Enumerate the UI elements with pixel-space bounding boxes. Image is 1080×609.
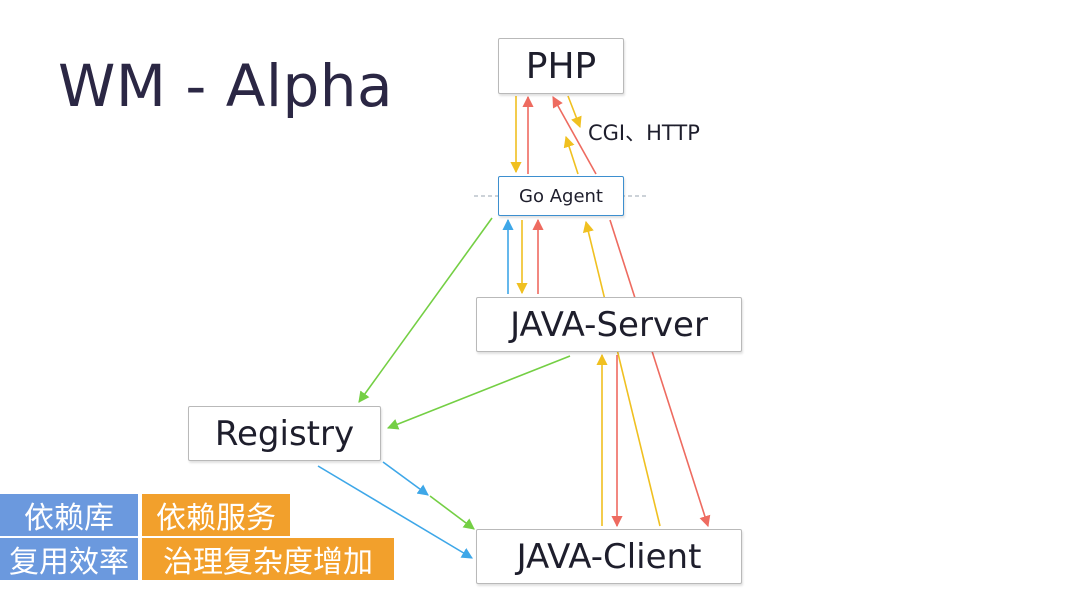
java-server-node-label: JAVA-Server	[510, 304, 708, 345]
arrow-registry-to-client-blue-1	[382, 461, 429, 496]
registry-node-label: Registry	[214, 413, 355, 454]
php-node-label: PHP	[525, 45, 597, 87]
registry-node: Registry	[188, 406, 381, 461]
go-agent-node: Go Agent	[498, 176, 624, 216]
arrow-server-to-registry	[386, 355, 571, 430]
cgi-http-label: CGI、HTTP	[588, 121, 700, 145]
java-server-node: JAVA-Server	[476, 297, 742, 352]
tag-dependency-library: 依赖库	[0, 494, 138, 536]
tag-governance-complexity: 治理复杂度增加	[142, 538, 394, 580]
arrow-agent-to-php-cgi-2	[563, 135, 579, 175]
arrow-php-to-agent-cgi	[567, 95, 582, 129]
java-client-node-label: JAVA-Client	[516, 536, 702, 577]
go-agent-node-label: Go Agent	[519, 185, 603, 207]
tag-reuse-efficiency: 复用效率	[0, 538, 138, 580]
tag-dependency-service: 依赖服务	[142, 494, 290, 536]
arrow-agent-to-client	[609, 219, 711, 528]
arrow-agent-to-registry	[358, 217, 493, 403]
arrow-registry-to-client-green	[429, 495, 475, 530]
arrow-client-to-agent	[582, 220, 661, 527]
slide-title: WM - Alpha	[58, 52, 394, 120]
java-client-node: JAVA-Client	[476, 529, 742, 584]
php-node: PHP	[498, 38, 624, 94]
